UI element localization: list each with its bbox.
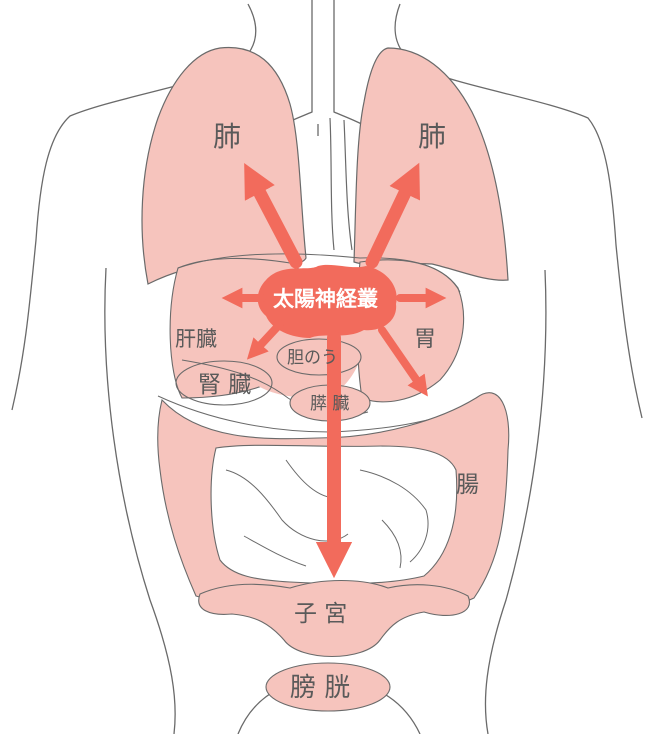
label-stomach: 胃	[414, 327, 436, 352]
label-lung-right: 肺	[418, 120, 446, 153]
label-bladder: 膀 胱	[290, 673, 350, 703]
esophagus	[330, 118, 352, 250]
label-solar-plexus: 太陽神経叢	[273, 287, 378, 311]
label-intestine: 腸	[456, 472, 479, 498]
label-uterus: 子 宮	[294, 601, 347, 627]
label-liver: 肝臓	[175, 327, 217, 351]
left-lung	[142, 47, 306, 284]
label-lung-left: 肺	[213, 120, 241, 153]
label-gallbladder: 胆のう	[287, 348, 338, 368]
label-pancreas: 膵 臓	[310, 394, 349, 414]
label-kidney: 腎 臓	[198, 372, 251, 398]
